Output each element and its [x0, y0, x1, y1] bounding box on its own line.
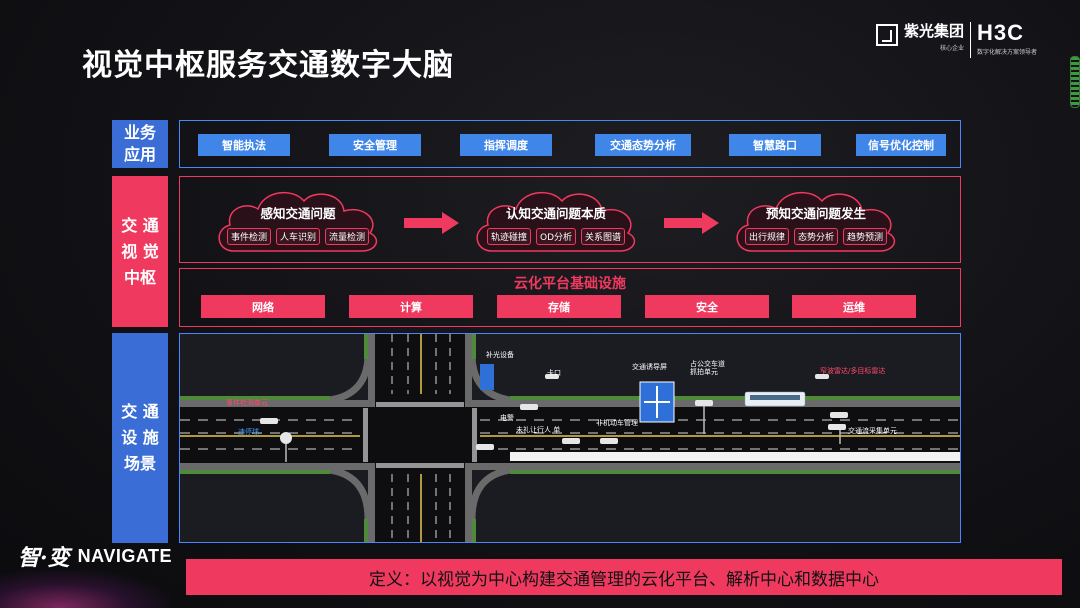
logo-brand-sub: 数字化解决方案领导者 [977, 49, 1038, 56]
cloud-perception: 感知交通问题 事件检测 人车识别 流量检测 [212, 185, 384, 255]
arrow-right-icon [664, 212, 719, 234]
app-signal-optimization[interactable]: 信号优化控制 [856, 134, 946, 156]
unisplendour-logo-icon [876, 24, 898, 46]
cloud-prediction: 预知交通问题发生 出行规律 态势分析 趋势预测 [730, 185, 902, 255]
tag-trend-prediction: 趋势预测 [843, 228, 888, 245]
row-label-hub-text: 交 通 视 觉 中枢 [121, 215, 159, 287]
tag-flow-detection: 流量检测 [325, 228, 370, 245]
logo-company-sub: 核心企业 [940, 45, 965, 52]
visual-hub-panel: 感知交通问题 事件检测 人车识别 流量检测 认知交通问题本质 轨迹碰撞 OD分析… [179, 176, 961, 263]
tag-relationship-graph: 关系图谱 [581, 228, 626, 245]
cloud-cognition: 认知交通问题本质 轨迹碰撞 OD分析 关系图谱 [470, 185, 642, 255]
label-radar: 窄波雷达/多目标雷达 [820, 367, 886, 375]
cloud-platform-heading: 云化平台基础设施 [514, 276, 626, 292]
tag-event-detection: 事件检测 [226, 228, 271, 245]
label-yield-pedestrian: 未礼让行人 单 [516, 426, 561, 434]
page-title: 视觉中枢服务交通数字大脑 [82, 48, 454, 83]
label-event-detection-unit: 事件检测单元 [226, 399, 268, 407]
infra-operations[interactable]: 运维 [792, 295, 916, 318]
business-apps-panel: 智能执法 安全管理 指挥调度 交通态势分析 智慧路口 信号优化控制 [179, 120, 961, 168]
row-label-business-text: 业务 应用 [123, 123, 156, 164]
event-brand: 智·变 NAVIGATE [18, 540, 172, 572]
logo-brand: H3C [977, 20, 1025, 45]
infra-network[interactable]: 网络 [201, 295, 325, 318]
row-label-scene: 交 通 设 施 场景 [112, 333, 168, 543]
logo-company-name: 紫光集团 [904, 22, 965, 40]
tag-situation-analysis: 态势分析 [793, 228, 838, 245]
row-label-scene-text: 交 通 设 施 场景 [121, 402, 159, 473]
infra-compute[interactable]: 计算 [349, 295, 473, 318]
label-fill-light: 补光设备 [486, 351, 514, 359]
tag-travel-patterns: 出行规律 [744, 228, 789, 245]
label-checkpoint: 卡口 [547, 369, 561, 377]
cloud-platform-panel: 云化平台基础设施 网络 计算 存储 安全 运维 [179, 268, 961, 327]
app-safety-management[interactable]: 安全管理 [329, 134, 421, 156]
tag-trajectory-collision: 轨迹碰撞 [486, 228, 531, 245]
cloud-prediction-title: 预知交通问题发生 [765, 206, 866, 221]
label-guide-screen: 交通诱导屏 [632, 363, 667, 371]
arrow-right-icon [404, 212, 459, 234]
label-e-police: 电警 [500, 414, 514, 422]
brand-en: NAVIGATE [77, 545, 173, 566]
intersection-illustration [180, 334, 960, 542]
tag-person-vehicle-recognition: 人车识别 [275, 228, 320, 245]
company-logo: 紫光集团 核心企业 H3C 数字化解决方案领导者 [876, 22, 1037, 58]
infra-security[interactable]: 安全 [645, 295, 769, 318]
label-non-motor-vehicle: 非机动车管理 [596, 419, 638, 427]
app-command-dispatch[interactable]: 指挥调度 [460, 134, 552, 156]
slide-progress-indicator [1070, 56, 1080, 108]
definition-text: 定义：以视觉为中心构建交通管理的云化平台、解析中心和数据中心 [369, 569, 879, 590]
app-smart-enforcement[interactable]: 智能执法 [198, 134, 290, 156]
app-traffic-situation-analysis[interactable]: 交通态势分析 [595, 134, 691, 156]
label-bus-lane-capture: 占公交车道 抓拍单元 [690, 360, 725, 376]
brand-glow [0, 570, 170, 608]
cloud-perception-title: 感知交通问题 [260, 206, 336, 221]
traffic-scene-panel: 补光设备 卡口 交通诱导屏 占公交车道 抓拍单元 窄波雷达/多目标雷达 事件检测… [179, 333, 961, 543]
logo-divider [970, 22, 972, 58]
cloud-cognition-title: 认知交通问题本质 [505, 206, 606, 221]
row-label-hub: 交 通 视 觉 中枢 [112, 176, 168, 327]
label-flow-collection-unit: 交通流采集单元 [848, 427, 897, 435]
label-dome-camera: 违停球 [238, 428, 259, 436]
infra-storage[interactable]: 存储 [497, 295, 621, 318]
definition-bar: 定义：以视觉为中心构建交通管理的云化平台、解析中心和数据中心 [186, 559, 1062, 595]
brand-cn: 智·变 [18, 545, 70, 571]
tag-od-analysis: OD分析 [535, 228, 576, 245]
row-label-business: 业务 应用 [112, 120, 168, 168]
app-smart-intersection[interactable]: 智慧路口 [729, 134, 821, 156]
